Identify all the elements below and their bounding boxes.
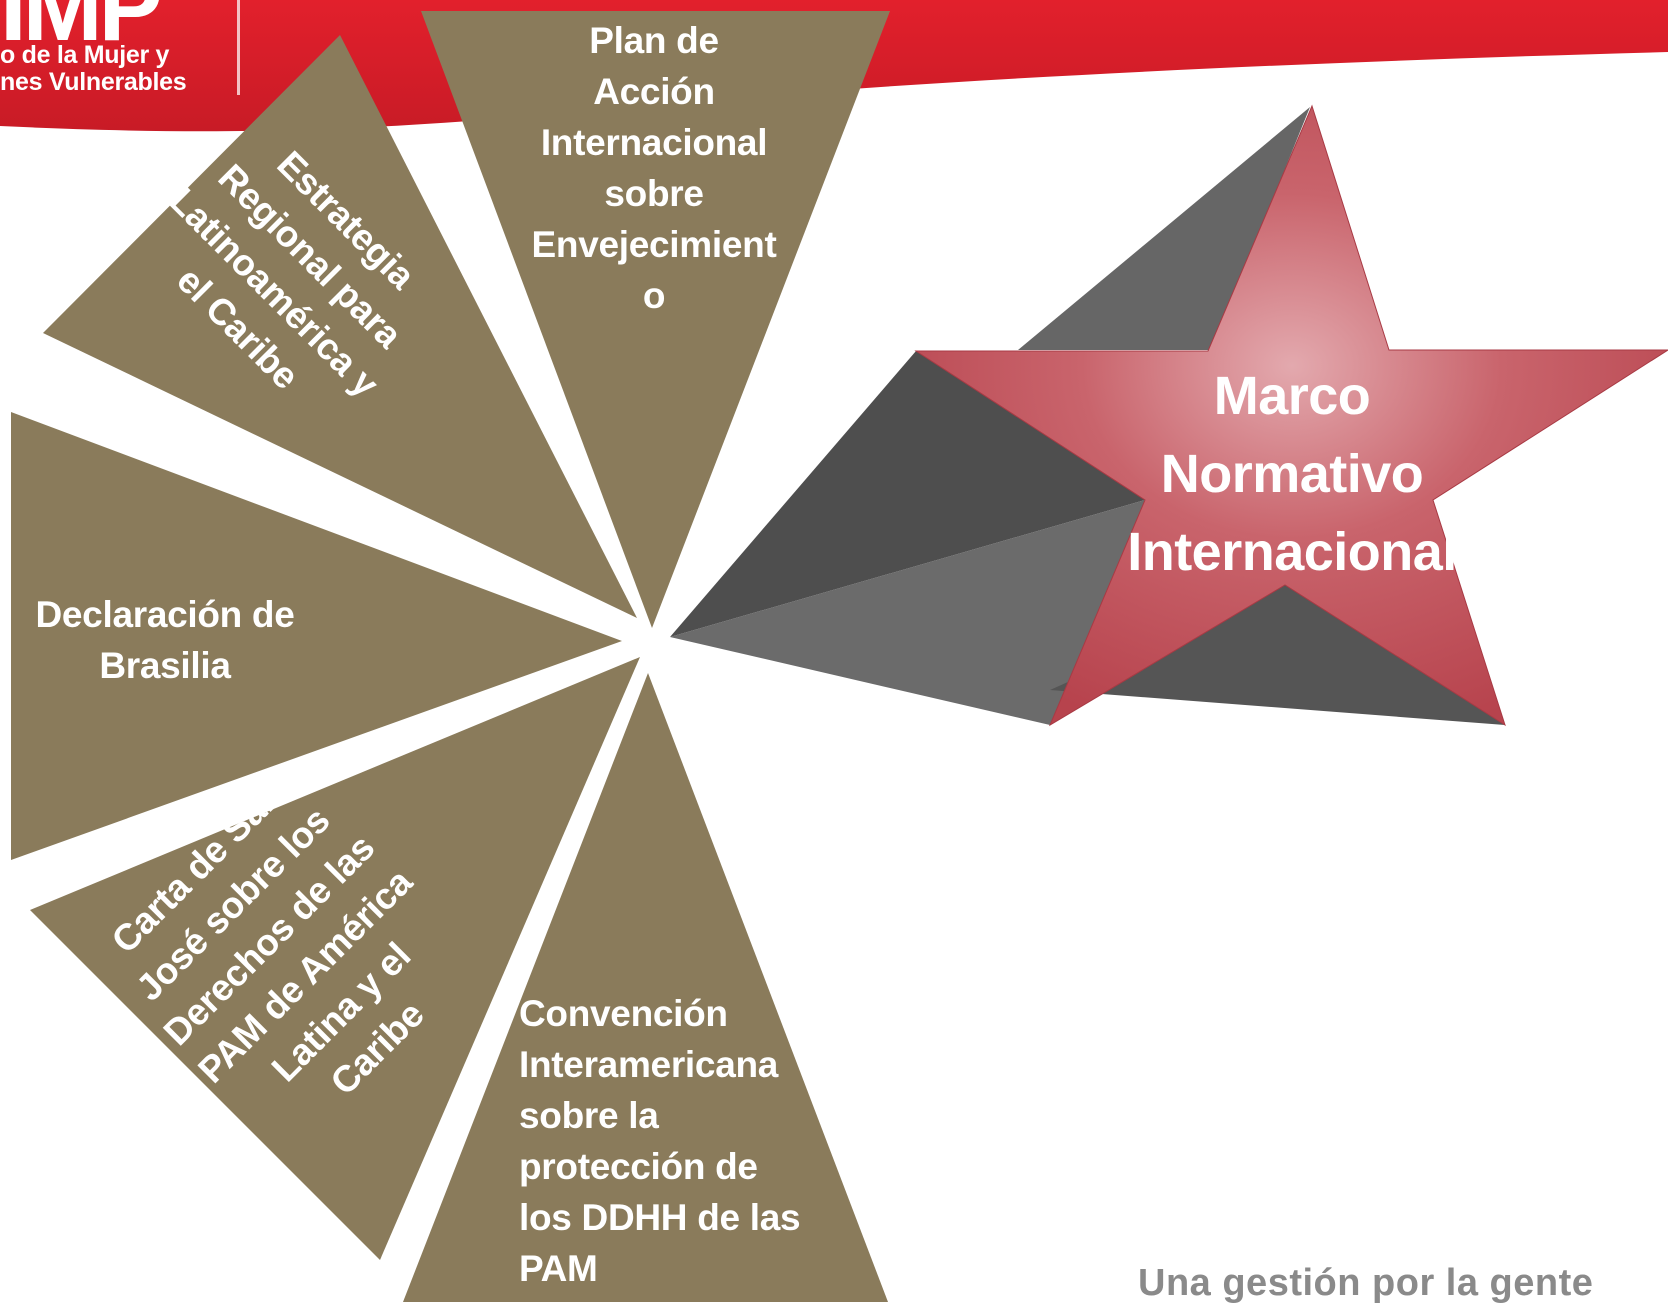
- arrow-lower-face: [670, 500, 1145, 725]
- logo-line1: o de la Mujer y: [0, 41, 170, 69]
- logo-mark: IMP: [0, 0, 163, 61]
- segment-estrategia-regional: [43, 35, 637, 618]
- segment-convencion-interamericana: [403, 673, 888, 1302]
- arrow-upper-face: [670, 351, 1145, 637]
- logo-line2: nes Vulnerables: [0, 68, 187, 96]
- segment-label-plan-accion: Plan de Acción Internacional sobre Envej…: [531, 20, 777, 316]
- star-shape: [914, 104, 1668, 727]
- arrow-top-ridge: [1018, 107, 1310, 350]
- segment-plan-accion: [421, 11, 890, 628]
- footer-tagline: Una gestión por la gente: [1138, 1262, 1594, 1304]
- segment-declaracion-brasilia: [11, 412, 622, 860]
- segment-label-declaracion-brasilia: Declaración de Brasilia: [35, 594, 295, 686]
- arrow-right-shadow: [1050, 585, 1505, 725]
- star-label: Marco Normativo Internacional: [1127, 366, 1457, 582]
- segment-carta-san-jose: [30, 657, 640, 1260]
- segment-label-convencion-interamericana: Convención Interamericana sobre la prote…: [519, 993, 801, 1289]
- header-divider: [237, 0, 240, 95]
